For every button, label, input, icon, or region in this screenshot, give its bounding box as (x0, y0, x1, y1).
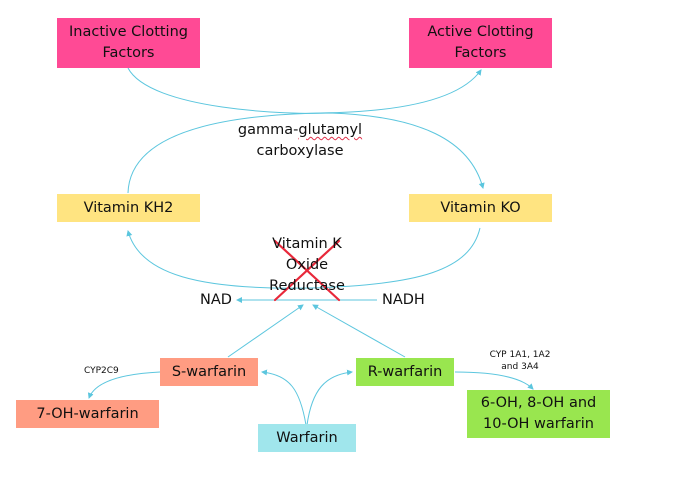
vitamin-k-oxide-reductase-label: Vitamin K Oxide Reductase (247, 234, 367, 297)
arrow-r-warfarin-inhibit (312, 304, 406, 358)
cyp2c9-label: CYP2C9 (84, 366, 119, 376)
s-warfarin-box: S-warfarin (160, 358, 258, 386)
warfarin-label: Warfarin (276, 429, 338, 446)
vkor-line3: Reductase (269, 278, 345, 294)
enzyme-gamma-prefix: gamma- (237, 122, 299, 138)
inactive-clotting-line1: Inactive Clotting (69, 24, 188, 40)
warfarin-box: Warfarin (258, 424, 356, 452)
gamma-glutamyl-carboxylase-label: gamma-glutamyl carboxylase (230, 120, 370, 162)
enzyme-gamma-glutamyl: glutamyl (298, 122, 363, 138)
vkor-line2: Oxide (285, 257, 329, 273)
nad-label: NAD (200, 292, 232, 308)
vitamin-ko-box: Vitamin KO (409, 194, 552, 222)
vkor-line1: Vitamin K (272, 236, 342, 252)
arrow-s-to-7oh (87, 371, 161, 399)
arrow-r-to-oh (454, 371, 534, 390)
hydroxy-warfarin-box: 6-OH, 8-OH and 10-OH warfarin (467, 390, 610, 438)
cyp-r-line1: CYP 1A1, 1A2 (489, 350, 551, 360)
nadh-label: NADH (382, 292, 425, 308)
arrow-warfarin-to-s (261, 369, 307, 426)
7-oh-warfarin-box: 7-OH-warfarin (16, 400, 159, 428)
hydroxy-warfarin-line2: 10-OH warfarin (483, 416, 594, 432)
arrow-s-warfarin-inhibit (227, 304, 304, 358)
enzyme-gamma-line2: carboxylase (256, 143, 344, 159)
active-clotting-line1: Active Clotting (427, 24, 534, 40)
7-oh-warfarin-label: 7-OH-warfarin (36, 405, 139, 422)
cyp-r-label: CYP 1A1, 1A2 and 3A4 (480, 349, 560, 373)
r-warfarin-box: R-warfarin (356, 358, 454, 386)
inhibition-cross-icon (273, 239, 341, 302)
active-clotting-line2: Factors (454, 45, 507, 61)
vitamin-ko-label: Vitamin KO (440, 199, 521, 216)
s-warfarin-label: S-warfarin (171, 363, 247, 380)
active-clotting-factors-box: Active Clotting Factors (409, 18, 552, 68)
vitamin-kh2-label: Vitamin KH2 (83, 199, 174, 216)
vitamin-kh2-box: Vitamin KH2 (57, 194, 200, 222)
arrow-vitamin-kh2-to-active (127, 69, 482, 194)
hydroxy-warfarin-line1: 6-OH, 8-OH and (480, 395, 597, 411)
arrow-vitamin-ko-to-kh2 (126, 227, 481, 289)
inactive-clotting-line2: Factors (102, 45, 155, 61)
r-warfarin-label: R-warfarin (367, 363, 443, 380)
cyp-r-line2: and 3A4 (501, 362, 539, 372)
arrow-warfarin-to-r (306, 369, 353, 426)
inactive-clotting-factors-box: Inactive Clotting Factors (57, 18, 200, 68)
